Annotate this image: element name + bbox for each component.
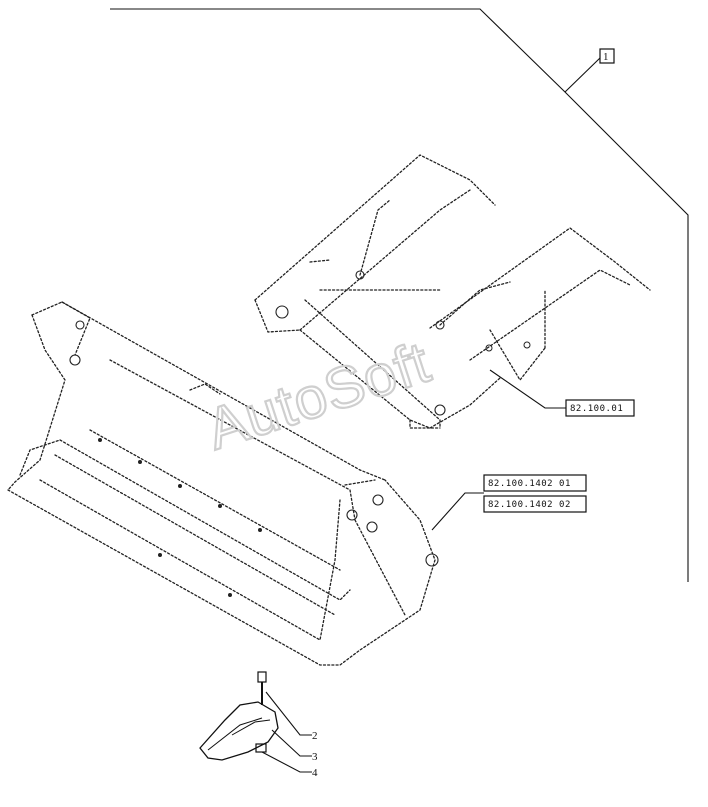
bucket xyxy=(7,301,439,666)
reference-bucket-b-box[interactable]: 82.100.1402 02 xyxy=(483,495,587,513)
bolt-leader-line xyxy=(265,691,312,736)
frame-leader-line xyxy=(489,369,566,409)
bucket-leader-line xyxy=(431,492,484,531)
nut-leader-line xyxy=(261,751,312,773)
reference-frame-box[interactable]: 82.100.01 xyxy=(565,399,635,417)
reference-frame-text: 82.100.01 xyxy=(570,404,623,414)
callout-tooth: 3 xyxy=(312,751,318,763)
reference-bucket-b-text: 82.100.1402 02 xyxy=(488,500,571,510)
reference-bucket-a-box[interactable]: 82.100.1402 01 xyxy=(483,474,587,492)
bucket-tooth-assembly xyxy=(199,671,279,761)
watermark: AutoSoft xyxy=(199,329,438,462)
callout-nut: 4 xyxy=(312,767,318,779)
group-badge[interactable]: 1 xyxy=(599,48,615,64)
loader-frame xyxy=(254,154,651,429)
group-leader-line xyxy=(564,57,601,93)
reference-bucket-a-text: 82.100.1402 01 xyxy=(488,479,571,489)
tooth-leader-line xyxy=(271,729,312,757)
group-badge-text: 1 xyxy=(603,51,609,63)
callout-bolt: 2 xyxy=(312,730,318,742)
